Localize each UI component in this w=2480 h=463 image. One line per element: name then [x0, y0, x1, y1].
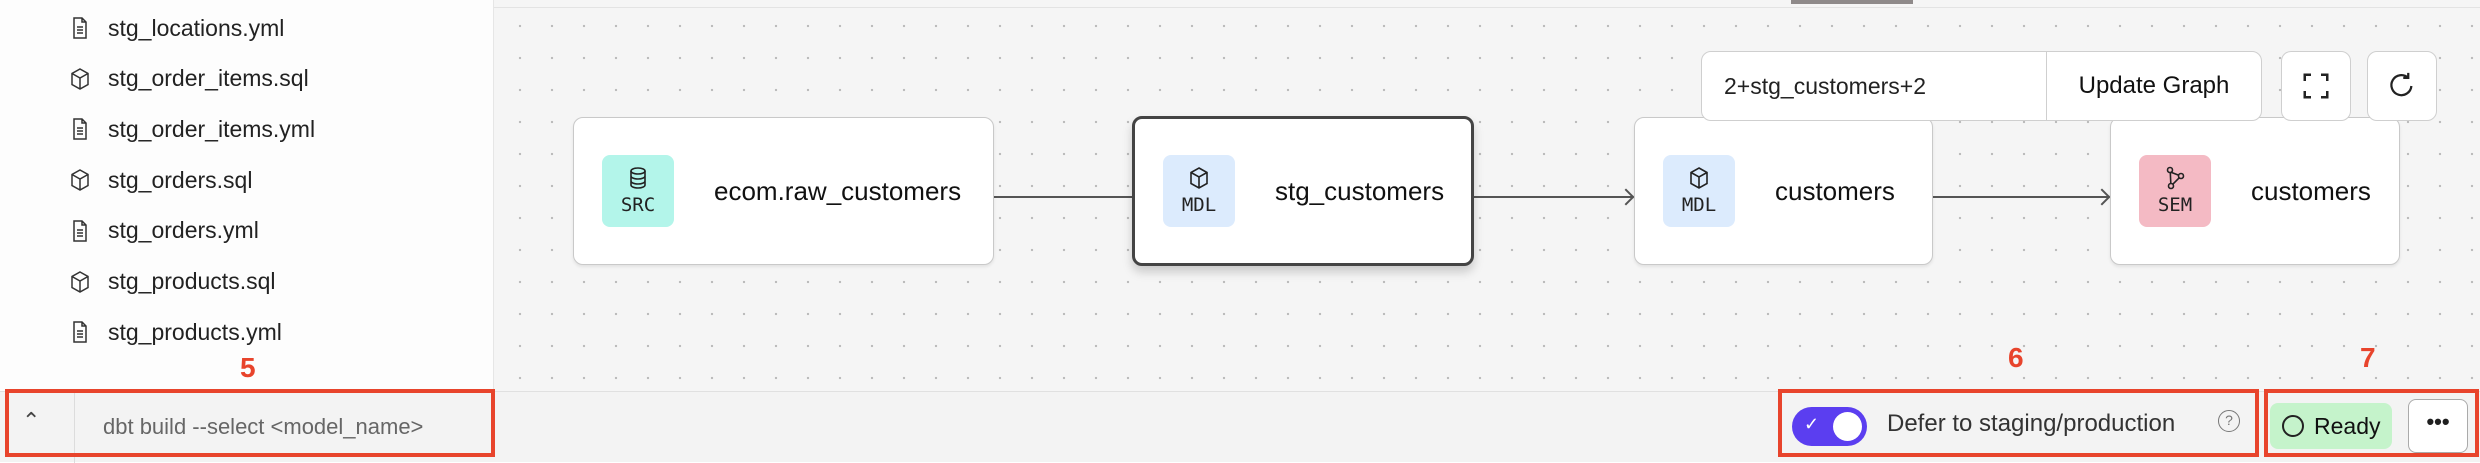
annotation-box-7	[2264, 389, 2479, 457]
cube-icon	[1190, 167, 1208, 189]
arrowhead	[2093, 188, 2111, 206]
file-item[interactable]: stg_orders.yml	[68, 211, 259, 251]
file-item[interactable]: stg_orders.sql	[68, 160, 252, 200]
fullscreen-icon	[2303, 73, 2329, 99]
node-label: stg_customers	[1275, 175, 1445, 206]
fullscreen-button[interactable]	[2281, 51, 2351, 121]
annotation-box-6	[1778, 389, 2259, 457]
help-icon[interactable]: ?	[2218, 410, 2240, 432]
badge-text: SRC	[620, 194, 656, 216]
arrowhead	[1617, 188, 1635, 206]
semantic-badge: SEM	[2139, 155, 2211, 227]
annotation-label-6: 6	[2008, 342, 2024, 373]
selector-input[interactable]	[1702, 52, 2047, 120]
file-icon	[73, 321, 87, 343]
file-name: stg_order_items.yml	[108, 115, 316, 142]
model-badge: MDL	[1663, 155, 1735, 227]
file-item[interactable]: stg_order_items.sql	[68, 59, 309, 99]
node-customers-semantic[interactable]: SEM customers	[2110, 117, 2400, 265]
file-explorer: stg_locations.yml stg_order_items.sql stg_…	[0, 0, 494, 391]
check-icon: ✓	[1804, 414, 1820, 434]
update-graph-button[interactable]: Update Graph	[2047, 52, 2261, 120]
source-badge: SRC	[602, 155, 674, 227]
file-name: stg_products.sql	[108, 268, 276, 294]
file-item[interactable]: stg_order_items.yml	[68, 109, 315, 149]
status-text: Ready	[2314, 412, 2381, 439]
database-icon	[630, 167, 646, 189]
file-name: stg_orders.yml	[108, 217, 259, 244]
file-icon	[73, 220, 87, 242]
node-label: customers	[2251, 175, 2371, 206]
annotation-label-5: 5	[240, 352, 256, 383]
file-icon	[73, 17, 87, 39]
status-circle-icon	[2282, 415, 2304, 437]
node-label: customers	[1775, 175, 1895, 206]
file-item[interactable]: stg_locations.yml	[68, 8, 284, 48]
file-name: stg_products.yml	[108, 318, 282, 345]
model-badge: MDL	[1163, 155, 1235, 227]
defer-label: Defer to staging/production	[1887, 410, 2176, 437]
badge-text: MDL	[1681, 194, 1717, 216]
cube-icon	[71, 270, 89, 293]
edge	[1933, 196, 2108, 198]
bottom-bar: ⌃ dbt build --select <model_name>	[0, 391, 2480, 463]
file-name: stg_order_items.sql	[108, 65, 309, 92]
node-stg-customers[interactable]: MDL stg_customers	[1132, 116, 1474, 266]
file-name: stg_locations.yml	[108, 14, 285, 41]
file-item[interactable]: stg_products.yml	[68, 312, 282, 352]
annotation-box-5	[5, 389, 495, 457]
node-ecom-raw-customers[interactable]: SRC ecom.raw_customers	[573, 117, 994, 265]
toggle-knob	[1833, 412, 1862, 441]
divider	[74, 392, 75, 463]
file-icon	[73, 118, 87, 141]
status-badge: Ready	[2270, 403, 2392, 449]
more-options-button[interactable]: •••	[2408, 399, 2468, 453]
annotation-label-7: 7	[2360, 342, 2376, 373]
edge	[1474, 196, 1632, 198]
tab-divider	[494, 7, 2480, 8]
edge	[994, 196, 1212, 198]
file-item[interactable]: stg_products.sql	[68, 262, 275, 302]
command-input[interactable]: dbt build --select <model_name>	[103, 414, 424, 439]
refresh-icon	[2390, 72, 2413, 97]
cube-icon	[71, 67, 89, 90]
cube-icon	[1690, 167, 1708, 189]
graph-selector: Update Graph	[1701, 51, 2262, 121]
cube-icon	[71, 169, 89, 191]
file-name: stg_orders.sql	[108, 166, 253, 193]
chevron-up-icon[interactable]: ⌃	[22, 408, 41, 433]
node-customers-model[interactable]: MDL customers	[1634, 117, 1933, 265]
badge-text: MDL	[1181, 194, 1217, 216]
node-label: ecom.raw_customers	[714, 175, 962, 206]
defer-toggle[interactable]: ✓	[1792, 407, 1867, 446]
active-tab-indicator	[1791, 0, 1913, 4]
badge-text: SEM	[2157, 194, 2193, 216]
refresh-button[interactable]	[2367, 51, 2437, 121]
lineage-graph-canvas[interactable]: SRC ecom.raw_customers MDL stg_customers…	[494, 0, 2480, 391]
semantic-graph-icon	[2166, 166, 2185, 190]
